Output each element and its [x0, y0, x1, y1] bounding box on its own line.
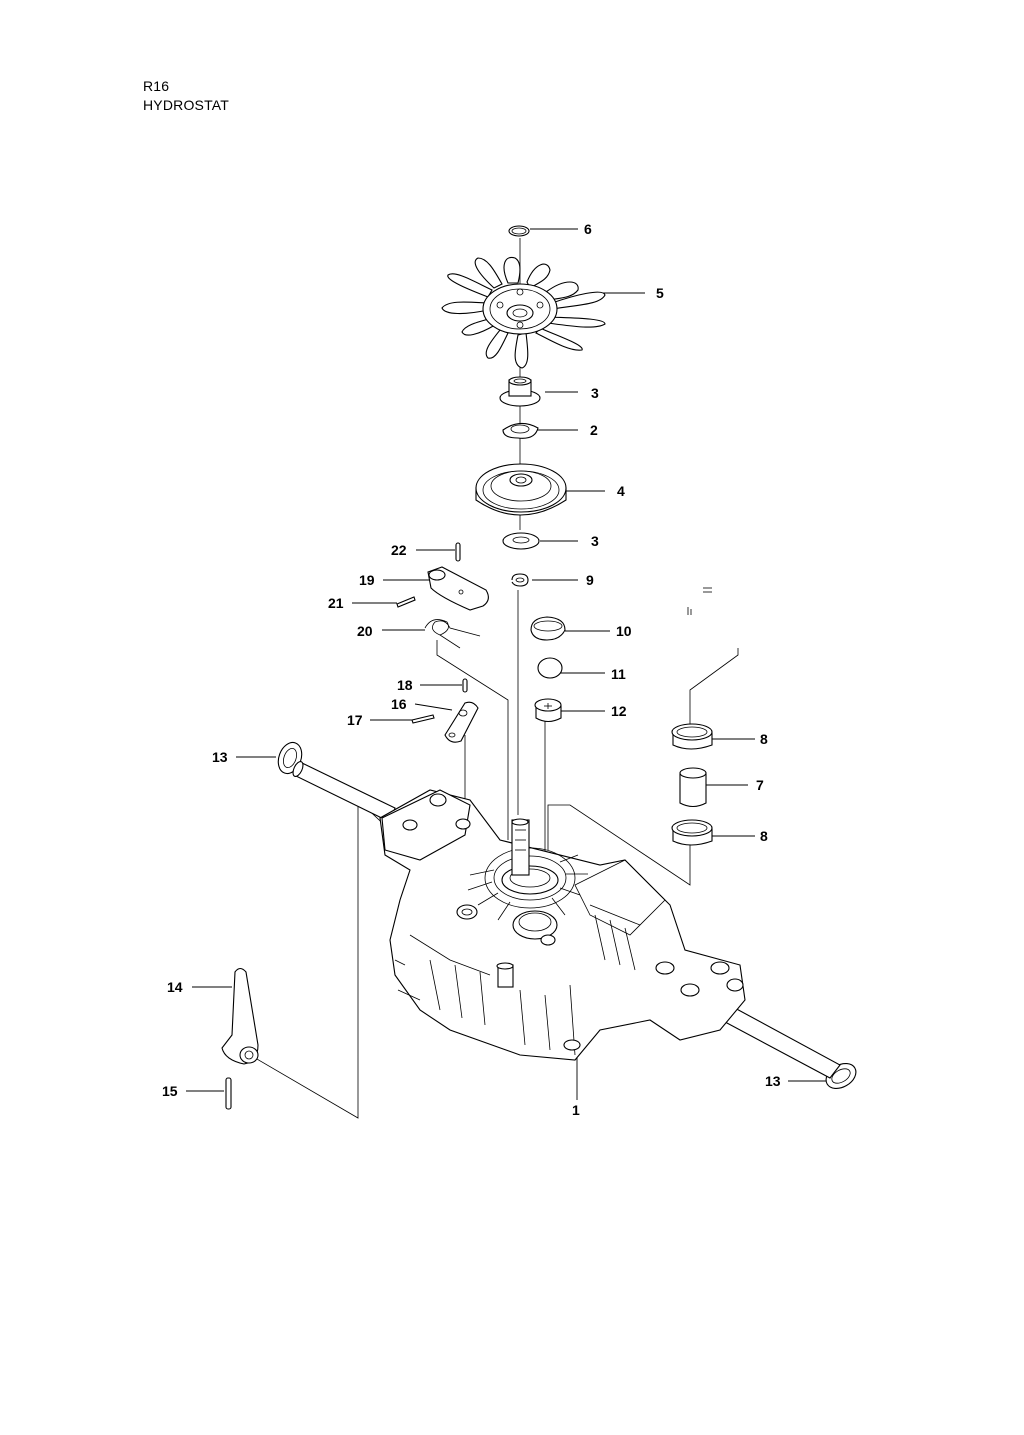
- callout-15: 15: [162, 1083, 178, 1099]
- callout-20: 20: [357, 623, 373, 639]
- part-3-flange-bushing-lower: [502, 532, 540, 550]
- part-11-disc: [537, 657, 563, 679]
- part-6-retaining-ring: [508, 225, 530, 237]
- callout-18: 18: [397, 677, 413, 693]
- part-10-cap: [530, 616, 566, 641]
- part-14-arm: [221, 967, 259, 1065]
- callout-8-upper: 8: [760, 731, 768, 747]
- callout-21: 21: [328, 595, 344, 611]
- callout-13-left: 13: [212, 749, 228, 765]
- part-20-spring: [424, 619, 481, 649]
- callout-12: 12: [611, 703, 627, 719]
- callout-4: 4: [617, 483, 625, 499]
- callout-3-upper: 3: [591, 385, 599, 401]
- callout-22: 22: [391, 542, 407, 558]
- part-3-flange-bushing-upper: [499, 376, 541, 407]
- part-1-transmission-housing: [292, 761, 841, 1079]
- callout-13-right: 13: [765, 1073, 781, 1089]
- callout-14: 14: [167, 979, 183, 995]
- callout-10: 10: [616, 623, 632, 639]
- callout-17: 17: [347, 712, 363, 728]
- part-7-spacer: [679, 767, 707, 808]
- part-8-bearing-upper: [671, 723, 713, 750]
- callout-9: 9: [586, 572, 594, 588]
- callout-16: 16: [391, 696, 407, 712]
- callout-7: 7: [756, 777, 764, 793]
- part-5-cooling-fan: [441, 256, 606, 369]
- part-12-bushing: [534, 698, 562, 723]
- part-8-bearing-lower: [671, 819, 713, 846]
- callout-11: 11: [611, 666, 626, 682]
- part-2-washer: [502, 422, 539, 439]
- part-21-pin: [396, 596, 416, 608]
- callout-19: 19: [359, 572, 375, 588]
- callout-8-lower: 8: [760, 828, 768, 844]
- callout-2: 2: [590, 422, 598, 438]
- part-9-clip: [511, 573, 529, 587]
- callout-3-lower: 3: [591, 533, 599, 549]
- callout-labels: 6 5 3 2 4 3 9 10 11 12 8 7 8 22 19 21 20…: [162, 221, 781, 1118]
- callout-1: 1: [572, 1102, 580, 1118]
- part-15-pin: [225, 1077, 232, 1110]
- diagram-title: HYDROSTAT: [143, 97, 230, 113]
- callout-5: 5: [656, 285, 664, 301]
- part-18-pin: [462, 678, 468, 693]
- part-19-lever: [427, 566, 489, 611]
- part-4-pulley: [475, 463, 567, 516]
- part-17-pin: [411, 714, 435, 724]
- model-code: R16: [143, 78, 170, 94]
- part-22-pin: [455, 542, 461, 562]
- callout-6: 6: [584, 221, 592, 237]
- part-16-arm: [444, 701, 479, 743]
